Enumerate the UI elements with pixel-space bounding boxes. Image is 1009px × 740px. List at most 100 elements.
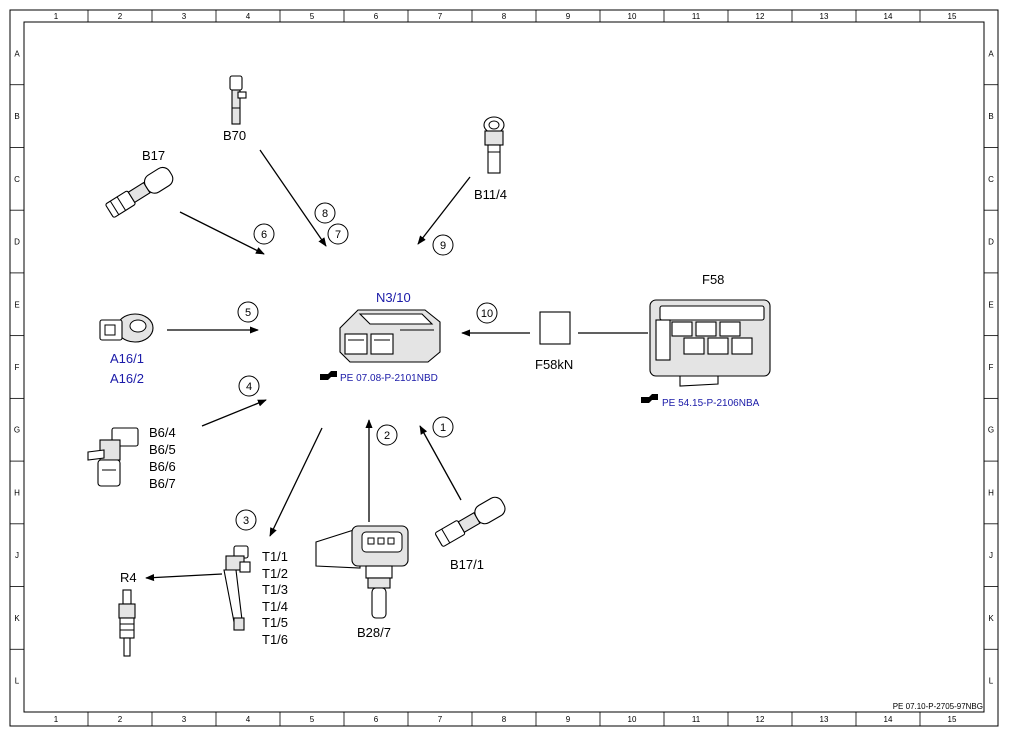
sheet-frame: [9, 9, 999, 727]
grid-column-1-bottom: 1: [54, 715, 59, 724]
grid-column-6-bottom: 6: [374, 715, 379, 724]
svg-text:3: 3: [243, 515, 249, 527]
grid-row-A-right: A: [988, 49, 994, 58]
pointing-hand-icon: [320, 371, 337, 380]
n3-10-reference-link[interactable]: PE 07.08-P-2101NBD: [320, 371, 438, 384]
grid-row-H-right: H: [988, 488, 994, 497]
grid-column-15-top: 15: [948, 12, 957, 21]
grid-column-15-bottom: 15: [948, 715, 957, 724]
f58-reference-link[interactable]: PE 54.15-P-2106NBA: [641, 394, 760, 409]
b17-1-sensor[interactable]: [434, 494, 508, 548]
a16-label-2: A16/2: [110, 371, 144, 386]
grid-column-4-bottom: 4: [246, 715, 251, 724]
svg-text:10: 10: [481, 308, 493, 320]
callout-8: 8: [314, 202, 336, 224]
b28-7-label: B28/7: [357, 625, 391, 640]
t1-label-5: T1/5: [262, 615, 288, 630]
svg-text:8: 8: [322, 208, 328, 220]
a16-knock-sensor[interactable]: [99, 313, 154, 343]
n3-10-control-unit[interactable]: [339, 309, 441, 363]
grid-column-3-top: 3: [182, 12, 187, 21]
t1-ignition-coil[interactable]: [223, 545, 251, 631]
f58-reference: PE 54.15-P-2106NBA: [662, 398, 760, 409]
b6-camshaft-sensor[interactable]: [87, 427, 139, 487]
n3-10-label: N3/10: [376, 290, 411, 305]
callout-9: 9: [432, 234, 454, 256]
callout-3: 3: [235, 509, 257, 531]
grid-column-11-top: 11: [692, 12, 701, 21]
b11-4-label: B11/4: [474, 187, 507, 202]
f58-fuse-relay-box[interactable]: [649, 299, 771, 387]
f58kn-label: F58kN: [535, 357, 573, 372]
signal-arrows: [145, 149, 648, 582]
b17-1-label: B17/1: [450, 557, 484, 572]
grid-row-K-right: K: [988, 614, 994, 623]
b6-label-2: B6/5: [149, 442, 176, 457]
grid-column-3-bottom: 3: [182, 715, 187, 724]
callout-10: 10: [476, 302, 498, 324]
b17-label: B17: [142, 148, 165, 163]
svg-text:1: 1: [440, 422, 446, 434]
grid-row-C-right: C: [988, 175, 994, 184]
grid-column-1-top: 1: [54, 12, 59, 21]
grid-row-L-left: L: [15, 677, 20, 686]
b17-sensor[interactable]: [104, 164, 176, 219]
b70-sensor[interactable]: [229, 75, 247, 125]
grid-row-L-right: L: [989, 677, 994, 686]
grid-row-C-left: C: [14, 175, 20, 184]
grid-row-J-right: J: [989, 551, 993, 560]
grid-row-B-left: B: [14, 112, 19, 121]
t1-label-1: T1/1: [262, 549, 288, 564]
f58kn-relay[interactable]: [539, 311, 571, 345]
grid-column-13-bottom: 13: [820, 715, 829, 724]
grid-row-A-left: A: [14, 49, 20, 58]
grid-column-5-top: 5: [310, 12, 315, 21]
b28-7-pressure-sensor[interactable]: [315, 525, 409, 619]
grid-column-12-top: 12: [756, 12, 765, 21]
callout-5: 5: [237, 301, 259, 323]
grid-row-E-left: E: [14, 300, 19, 309]
grid-column-8-top: 8: [502, 12, 507, 21]
grid-column-14-top: 14: [884, 12, 893, 21]
b70-label: B70: [223, 128, 246, 143]
grid-row-G-left: G: [14, 426, 20, 435]
callout-1: 1: [432, 416, 454, 438]
grid-column-7-top: 7: [438, 12, 443, 21]
n3-10-reference: PE 07.08-P-2101NBD: [340, 373, 438, 384]
grid-column-9-top: 9: [566, 12, 571, 21]
svg-text:9: 9: [440, 240, 446, 252]
svg-text:7: 7: [335, 229, 341, 241]
svg-text:5: 5: [245, 307, 251, 319]
grid-row-J-left: J: [15, 551, 19, 560]
grid-column-10-top: 10: [628, 12, 637, 21]
grid-column-5-bottom: 5: [310, 715, 315, 724]
svg-text:6: 6: [261, 229, 267, 241]
grid-column-8-bottom: 8: [502, 715, 507, 724]
r4-spark-plug[interactable]: [118, 589, 136, 657]
svg-text:4: 4: [246, 381, 252, 393]
a16-label-1: A16/1: [110, 351, 144, 366]
b6-label-3: B6/6: [149, 459, 176, 474]
grid-row-F-left: F: [15, 363, 20, 372]
grid-row-H-left: H: [14, 488, 20, 497]
grid-column-6-top: 6: [374, 12, 379, 21]
grid-row-D-right: D: [988, 238, 994, 247]
pointing-hand-icon: [641, 394, 658, 403]
grid-column-9-bottom: 9: [566, 715, 571, 724]
t1-label-6: T1/6: [262, 632, 288, 647]
callout-6: 6: [253, 223, 275, 245]
callout-2: 2: [376, 424, 398, 446]
b11-4-sensor[interactable]: [483, 116, 505, 174]
svg-text:2: 2: [384, 430, 390, 442]
grid-column-14-bottom: 14: [884, 715, 893, 724]
t1-label-2: T1/2: [262, 566, 288, 581]
grid-column-13-top: 13: [820, 12, 829, 21]
grid-column-2-top: 2: [118, 12, 123, 21]
callout-7: 7: [327, 223, 349, 245]
t1-label-4: T1/4: [262, 599, 288, 614]
r4-label: R4: [120, 570, 137, 585]
drawing-id: PE 07.10-P-2705-97NBG: [893, 702, 983, 711]
grid-row-B-right: B: [988, 112, 993, 121]
